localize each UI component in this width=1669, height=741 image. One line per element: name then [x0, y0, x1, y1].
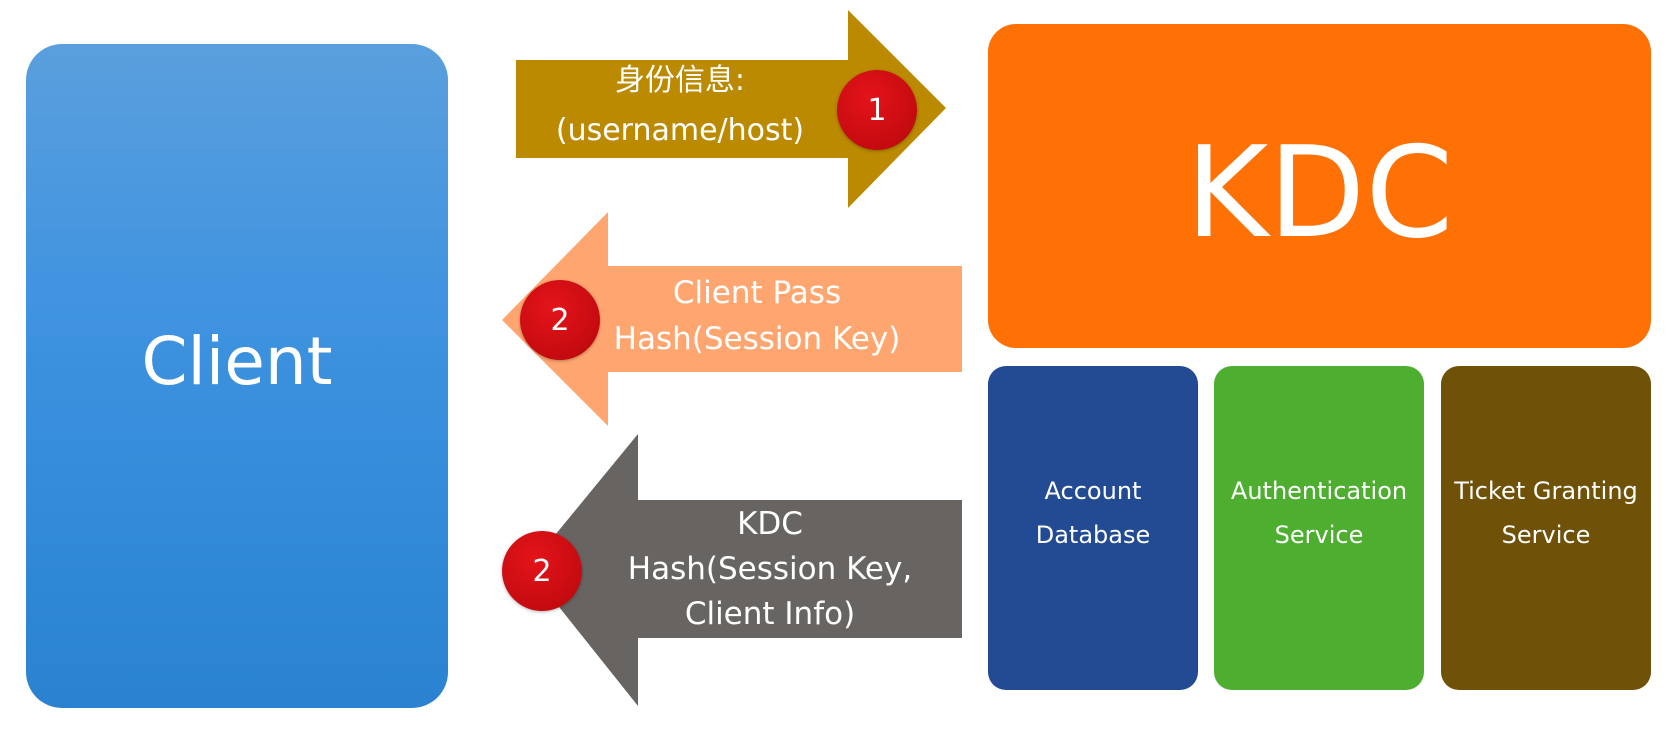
authentication-service-line1: Authentication	[1230, 477, 1408, 505]
arrow-1-label: 身份信息: (username/host)	[520, 56, 840, 156]
account-database-line2: Database	[1035, 521, 1151, 549]
arrow-2b-line2: Hash(Session Key,	[627, 551, 913, 587]
step-2-badge: 2	[520, 280, 600, 360]
arrow-2b-label: KDC Hash(Session Key, Client Info)	[580, 502, 960, 637]
authentication-service-line2: Service	[1274, 521, 1364, 549]
account-database-box: Account Database	[988, 366, 1198, 690]
arrow-2b-line3: Client Info)	[684, 596, 856, 632]
account-database-line1: Account	[1044, 477, 1142, 505]
arrow-2b-line1: KDC	[737, 506, 803, 542]
arrow-1-line1: 身份信息:	[614, 63, 746, 98]
client-label: Client	[141, 322, 333, 400]
kdc-box: KDC	[988, 24, 1651, 348]
arrow-2a-shape	[502, 212, 962, 426]
kdc-label: KDC	[1185, 118, 1454, 266]
ticket-granting-service-line1: Ticket Granting	[1454, 477, 1638, 505]
arrow-2b-shape	[528, 434, 962, 706]
step-1-badge: 1	[837, 70, 917, 150]
arrow-2a-label: Client Pass Hash(Session Key)	[592, 270, 922, 362]
ticket-granting-service-line2: Service	[1501, 521, 1591, 549]
arrow-1-shape	[516, 10, 946, 208]
arrow-2a-line1: Client Pass	[672, 275, 842, 311]
step-2-badge-second: 2	[502, 531, 582, 611]
client-box: Client	[26, 44, 448, 708]
arrow-2a-line2: Hash(Session Key)	[613, 321, 901, 357]
ticket-granting-service-box: Ticket Granting Service	[1441, 366, 1651, 690]
arrow-1-line2: (username/host)	[555, 113, 805, 148]
authentication-service-box: Authentication Service	[1214, 366, 1424, 690]
